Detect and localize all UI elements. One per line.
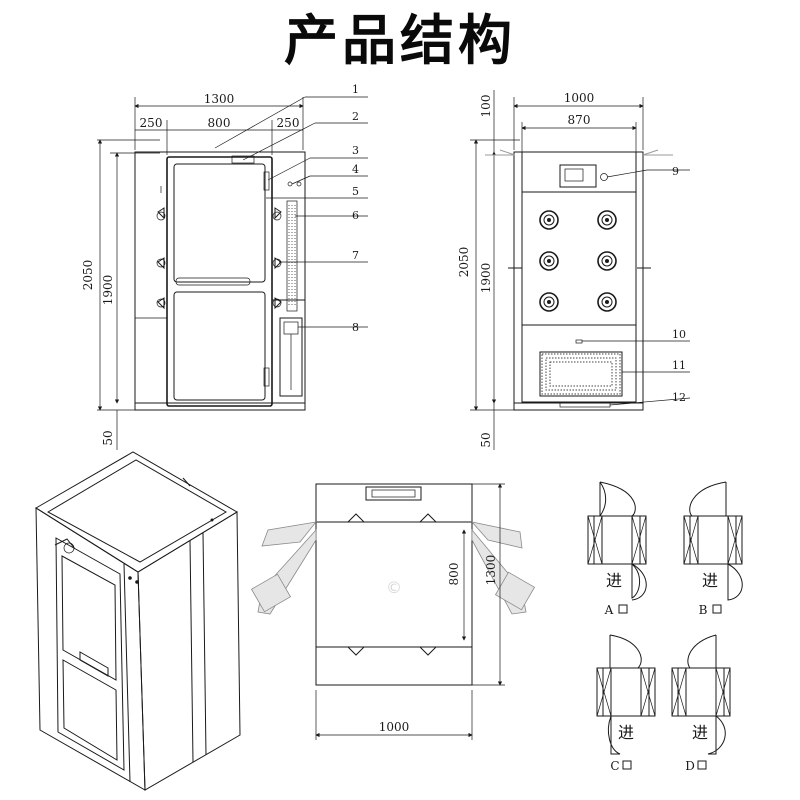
- callout-4: 4: [352, 163, 359, 176]
- door-option-c: 进 C: [596, 634, 656, 773]
- callout-1: 1: [352, 83, 359, 96]
- door-option-b-text: 进: [702, 571, 718, 590]
- door-option-c-text: 进: [618, 723, 634, 742]
- dim-front-bottom-50: 50: [101, 430, 115, 445]
- callout-11: 11: [672, 359, 686, 372]
- dim-front-side-right: 250: [277, 116, 300, 130]
- callout-7: 7: [352, 249, 359, 262]
- dim-side-top-offset: 100: [479, 95, 493, 118]
- dim-front-total-width: 1300: [204, 92, 235, 106]
- dim-front-door-width: 800: [208, 116, 231, 130]
- callout-9: 9: [672, 165, 679, 178]
- door-option-a-text: 进: [606, 571, 622, 590]
- watermark: ©: [386, 578, 402, 597]
- front-view: 1300 250 800 250 2050 1900 2050 50: [81, 83, 368, 450]
- callout-3: 3: [352, 144, 359, 157]
- dim-plan-depth-total: 1300: [484, 555, 498, 586]
- dim-front-height-door: 1900: [101, 275, 115, 306]
- dim-side-height-total: 2050: [457, 247, 471, 278]
- dim-plan-depth-inner: 800: [447, 563, 461, 586]
- door-option-a: 进 A: [587, 481, 647, 617]
- door-option-a-label: A: [604, 603, 614, 617]
- door-option-b-label: B: [699, 603, 708, 617]
- dim-plan-width: 1000: [379, 720, 410, 734]
- door-option-c-label: C: [610, 759, 619, 773]
- dim-front-side-left: 250: [140, 116, 163, 130]
- door-option-d: 进 D: [671, 634, 731, 773]
- plan-view: 800 1300 1000 ©: [250, 483, 536, 740]
- callout-10: 10: [672, 328, 686, 341]
- dim-side-total-width: 1000: [564, 91, 595, 105]
- door-option-b: 进 B: [683, 481, 743, 617]
- dim-side-bottom-offset: 50: [479, 432, 493, 447]
- callout-5: 5: [352, 185, 359, 198]
- callout-12: 12: [672, 391, 686, 404]
- side-view: 1000 870 2050 100 1900 50 9: [457, 90, 691, 450]
- dim-front-height-total: 2050: [81, 260, 95, 291]
- callout-8: 8: [352, 321, 359, 334]
- dim-side-inner-width: 870: [568, 113, 591, 127]
- page-title: 产品结构: [284, 9, 516, 72]
- callout-6: 6: [352, 209, 359, 222]
- door-option-d-text: 进: [692, 723, 708, 742]
- dim-side-height-inner: 1900: [479, 263, 493, 294]
- callout-2: 2: [352, 110, 359, 123]
- isometric-view: [35, 451, 241, 791]
- side-nozzles: [539, 210, 617, 312]
- door-option-d-label: D: [685, 759, 695, 773]
